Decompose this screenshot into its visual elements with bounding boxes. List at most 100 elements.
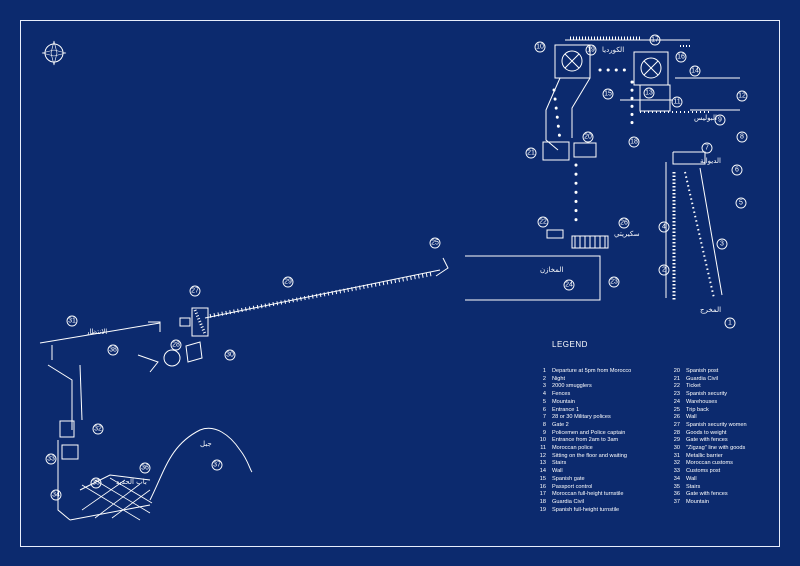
legend-item: 28 Goods to weight [666, 430, 747, 438]
svg-text:16: 16 [677, 54, 685, 61]
svg-text:28: 28 [172, 342, 180, 349]
svg-text:4: 4 [662, 224, 666, 231]
marker-24: 24 [563, 279, 575, 291]
svg-text:7: 7 [705, 145, 709, 152]
marker-33: 33 [45, 453, 57, 465]
legend-item-text: Departure at 5pm from Morocco [552, 368, 632, 374]
legend-item: 31 Metallic barrier [666, 453, 747, 461]
marker-34: 34 [50, 489, 62, 501]
legend-item: 14 Wall [532, 468, 631, 476]
marker-3: 3 [716, 238, 728, 250]
svg-text:22: 22 [539, 219, 547, 226]
legend-item-number: 30 [673, 445, 680, 452]
svg-text:27: 27 [191, 288, 199, 295]
marker-13: 13 [643, 87, 655, 99]
legend-item-text: Warehouses [686, 398, 718, 405]
legend-item-text: Stairs [552, 460, 567, 467]
marker-11: 11 [671, 96, 683, 108]
legend-item-text: Entrance 1 [552, 406, 580, 413]
legend-item-text: Gate with fences [686, 437, 728, 444]
legend-item-number: 20 [673, 368, 680, 374]
svg-text:14: 14 [691, 68, 699, 75]
compass-rose-icon [41, 40, 67, 66]
svg-text:24: 24 [565, 282, 573, 289]
legend-item-text: Metallic barrier [686, 452, 723, 459]
legend-item-number: 3 [542, 383, 546, 390]
svg-text:13: 13 [645, 90, 653, 97]
marker-25: 25 [429, 237, 441, 249]
legend-item-number: 2 [542, 375, 546, 382]
legend-item: 2 Night [532, 376, 631, 384]
legend-item-text: Goods to weight [686, 429, 727, 436]
legend-item-text: "Zigzag" line with goods [686, 445, 746, 452]
legend-item-text: Passport control [552, 483, 593, 490]
legend-item-number: 32 [673, 460, 680, 467]
legend-item-text: Night [552, 375, 566, 382]
legend-item-text: Stairs [686, 483, 701, 490]
svg-text:11: 11 [673, 99, 680, 106]
marker-19: 19 [585, 44, 597, 56]
arabic-annotations: المخرج جبل باب الحديد الديوانة البوليس ا… [85, 46, 721, 486]
legend-item-number: 31 [673, 452, 680, 459]
svg-text:36: 36 [141, 465, 149, 472]
legend-item-number: 28 [673, 429, 680, 436]
legend-item-number: 34 [673, 475, 680, 482]
legend-item-text: Spanish security women [686, 421, 747, 428]
marker-21: 21 [525, 147, 537, 159]
label-exit: المخرج [700, 306, 721, 314]
svg-text:33: 33 [47, 456, 55, 463]
svg-text:37: 37 [213, 462, 221, 469]
svg-text:32: 32 [94, 426, 102, 433]
legend-item-text: Wall [686, 475, 697, 482]
label-hill: جبل [200, 440, 212, 448]
marker-20: 20 [582, 131, 594, 143]
svg-text:30: 30 [226, 352, 234, 359]
svg-text:2: 2 [662, 267, 666, 274]
legend-item: 34 Wall [666, 476, 747, 484]
marker-26: 26 [618, 217, 630, 229]
legend-item: 30 "Zigzag" line with goods [666, 445, 747, 453]
border-post-complex [542, 36, 740, 300]
legend-item-number: 11 [540, 445, 546, 452]
label-gate: باب الحديد [116, 478, 147, 486]
legend-item-number: 14 [539, 468, 546, 475]
label-guardia: الكورديا [602, 46, 624, 54]
label-warehouse: المخازن [540, 266, 563, 274]
svg-text:21: 21 [527, 150, 535, 157]
dotted-route [552, 68, 634, 227]
svg-text:9: 9 [718, 117, 722, 124]
marker-2: 2 [658, 264, 670, 276]
svg-text:31: 31 [68, 318, 76, 325]
legend-item-text: Ticket [686, 383, 701, 390]
marker-27: 27 [189, 285, 201, 297]
marker-22: 22 [537, 216, 549, 228]
marker-37: 37 [211, 459, 223, 471]
legend-item-number: 25 [673, 406, 680, 413]
svg-text:1: 1 [728, 320, 732, 327]
legend-item-number: 18 [539, 498, 546, 505]
marker-16: 16 [675, 51, 687, 63]
label-security: سكيريتي [614, 230, 640, 238]
legend-item-text: Wall [552, 468, 563, 475]
marker-6: 6 [731, 164, 743, 176]
svg-text:18: 18 [630, 139, 638, 146]
legend-item-number: 1 [542, 368, 546, 374]
legend-item-text: 28 or 30 Military polices [552, 414, 611, 421]
legend-item-text: Wall [686, 414, 697, 421]
